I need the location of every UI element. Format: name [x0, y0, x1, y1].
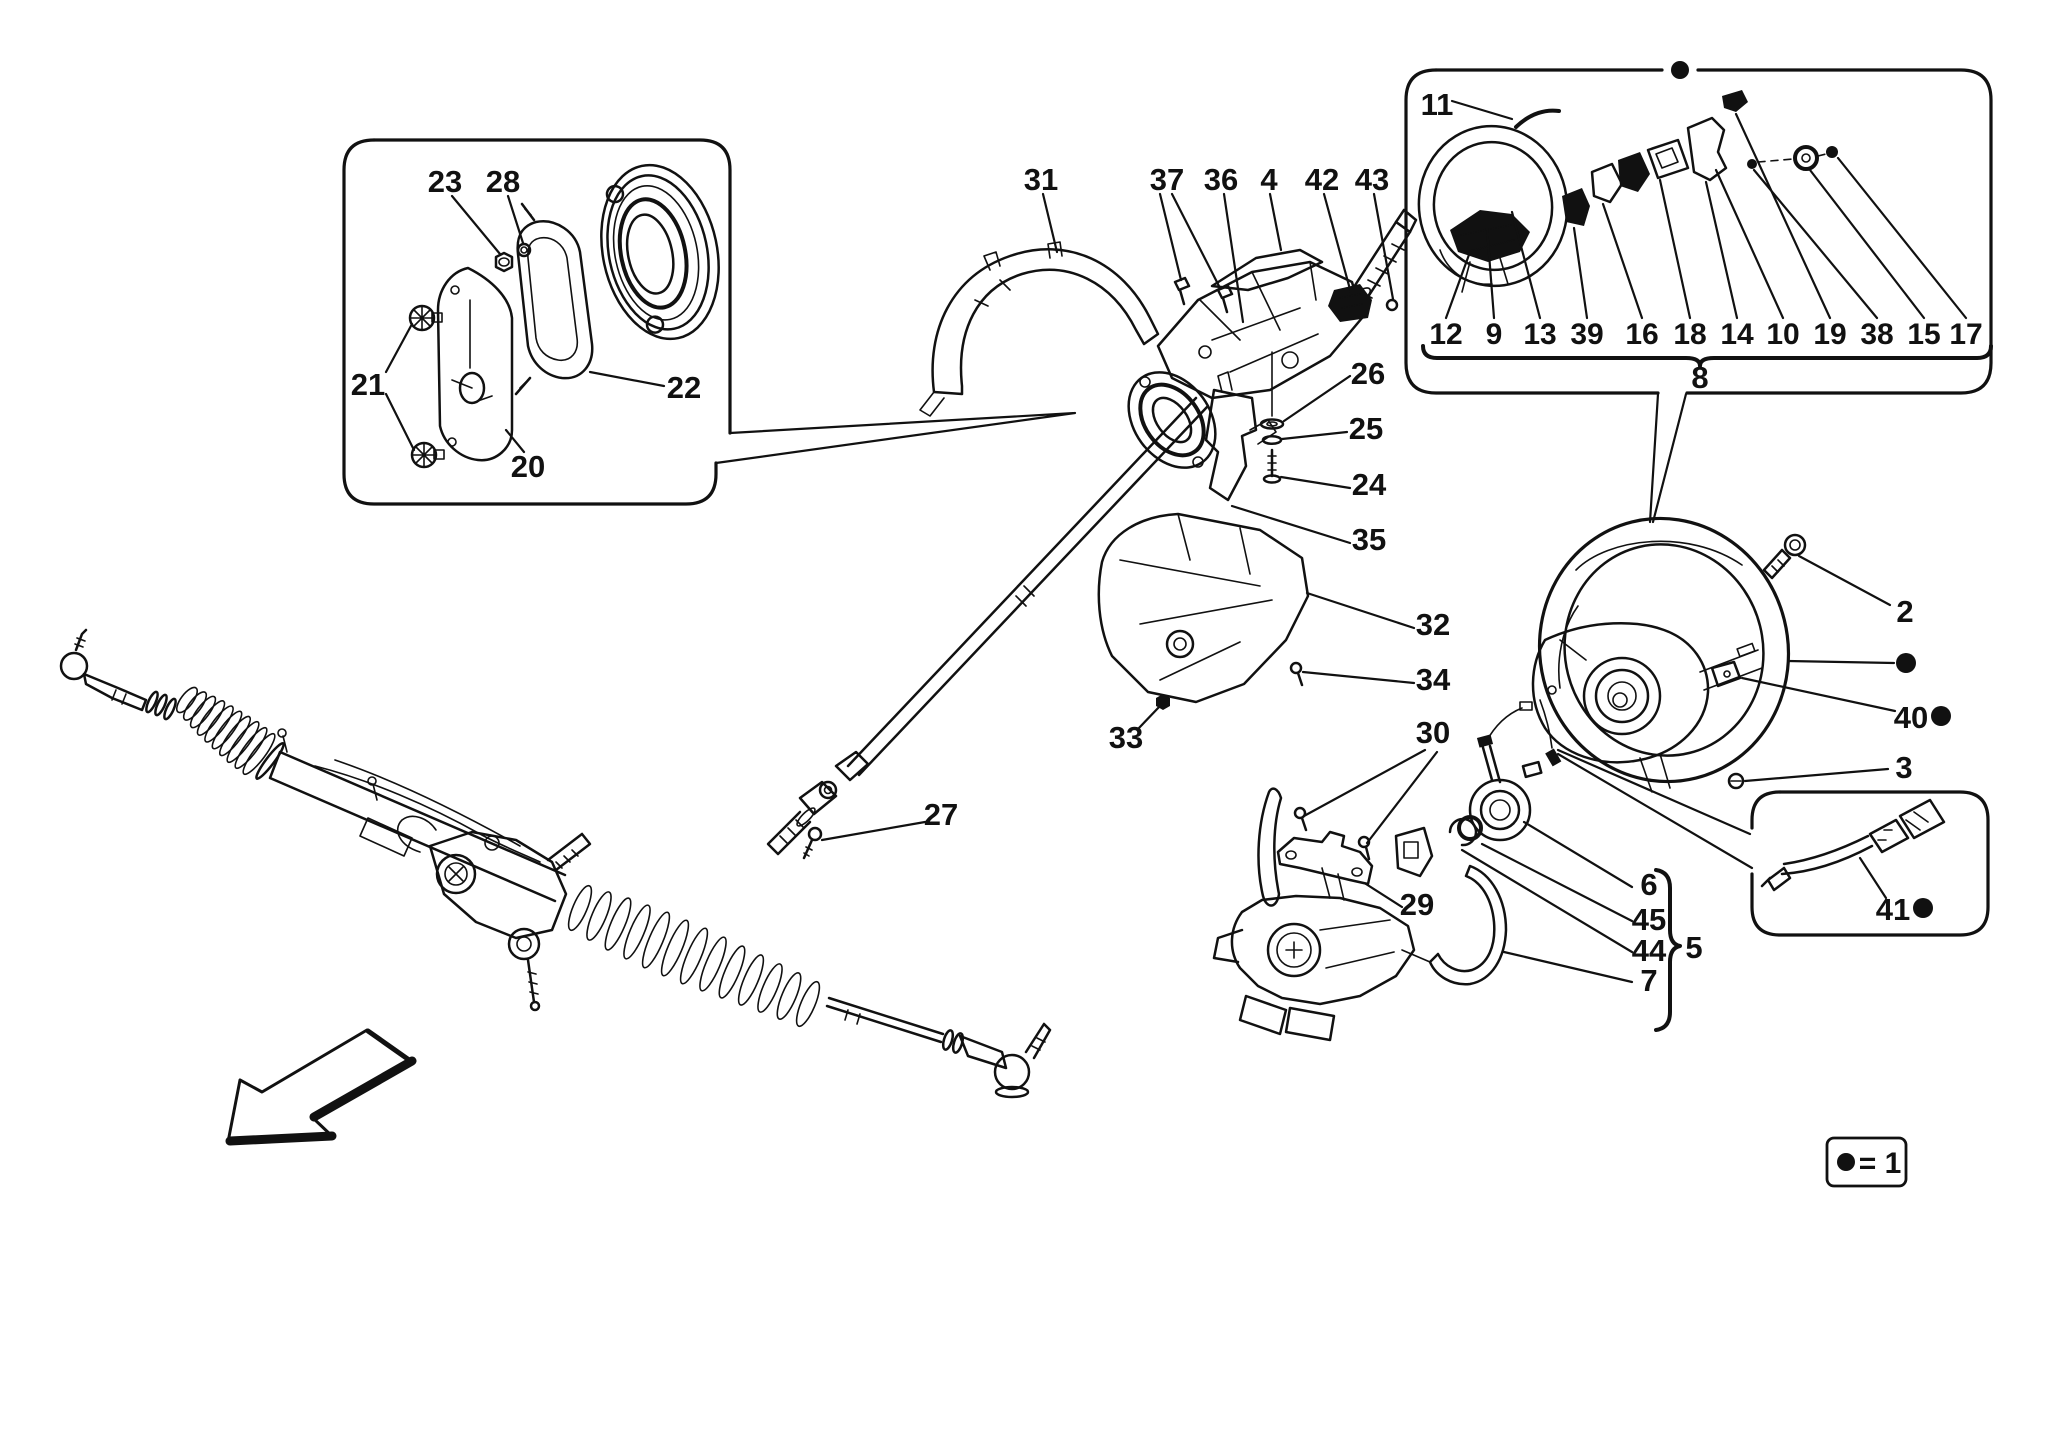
callout-23: 23	[428, 164, 462, 199]
cable-art	[1760, 798, 1946, 892]
cable-inset-box: 41	[1750, 790, 1990, 937]
callout-wedge-to-boot	[714, 411, 1077, 465]
callout-30: 30	[1416, 715, 1450, 750]
callout-45: 45	[1632, 902, 1666, 937]
trim-strip-art	[1514, 108, 1561, 129]
wheel-leaders	[1740, 554, 1897, 783]
callout-44: 44	[1632, 933, 1667, 968]
switch-leaders	[1302, 748, 1634, 984]
callout-41: 41	[1876, 892, 1910, 927]
callout-24: 24	[1352, 467, 1387, 502]
callout-43: 43	[1355, 162, 1389, 197]
callout-25: 25	[1349, 411, 1383, 446]
callout-35: 35	[1352, 522, 1386, 557]
column-switch-assembly-art	[1212, 685, 1754, 1042]
callout-6: 6	[1640, 867, 1657, 902]
quantity-bullet-wheel-rim	[1896, 653, 1916, 673]
steering-wheel-art	[1531, 516, 1807, 793]
legend-text: = 1	[1859, 1147, 1902, 1180]
callout-11: 11	[1421, 87, 1454, 122]
legend-box: = 1	[1825, 1136, 1908, 1188]
direction-arrow	[225, 1028, 417, 1146]
callout-39: 39	[1570, 318, 1603, 351]
callout-27: 27	[924, 797, 958, 832]
callout-40: 40	[1894, 700, 1928, 735]
callout-4: 4	[1260, 162, 1278, 197]
cover-plate-art	[436, 266, 514, 462]
callout-37: 37	[1150, 162, 1184, 197]
callout-17: 17	[1949, 318, 1982, 351]
wheel-back-art	[1417, 124, 1569, 293]
callout-28: 28	[486, 164, 520, 199]
callout-3: 3	[1895, 750, 1912, 785]
callout-29: 29	[1400, 887, 1434, 922]
wheel-exploded-inset-box: 11 12 9 13 39 16 18 14 10 19 38 15 17 8	[1404, 61, 1993, 524]
quantity-bullet-top	[1671, 61, 1689, 79]
callout-31: 31	[1024, 162, 1058, 197]
callout-32: 32	[1416, 607, 1450, 642]
callout-10: 10	[1766, 318, 1799, 351]
callout-19: 19	[1813, 318, 1846, 351]
callout-26: 26	[1351, 356, 1385, 391]
group-brace-5	[1654, 868, 1682, 1032]
callout-36: 36	[1204, 162, 1238, 197]
callout-33: 33	[1109, 720, 1143, 755]
cover-plate-inset-box: 23 28 21 22 20	[342, 138, 1077, 506]
cover-box-leaders	[384, 194, 666, 454]
wedge-8-to-wheel	[1648, 392, 1688, 524]
callout-34: 34	[1416, 662, 1451, 697]
callout-22: 22	[667, 370, 701, 405]
callout-12: 12	[1429, 318, 1462, 351]
gasket-art	[514, 202, 594, 396]
callout-7: 7	[1640, 963, 1657, 998]
callout-8: 8	[1691, 360, 1708, 395]
wheel-box-leaders	[1444, 99, 1968, 320]
nut-washer-art	[494, 242, 532, 273]
callout-9: 9	[1486, 318, 1503, 351]
callout-16: 16	[1625, 318, 1658, 351]
callout-14: 14	[1720, 318, 1754, 351]
steering-rack-art	[59, 628, 1052, 1099]
wheel-small-parts-art	[1562, 90, 1838, 226]
quantity-bullet-41	[1913, 898, 1933, 918]
group-brace-8	[1421, 344, 1993, 368]
quantity-bullet-40	[1931, 706, 1951, 726]
callout-20: 20	[511, 449, 545, 484]
push-pin-art	[408, 304, 445, 469]
column-leaders	[820, 192, 1416, 842]
callout-5: 5	[1685, 930, 1702, 965]
callout-38: 38	[1860, 318, 1893, 351]
callout-42: 42	[1305, 162, 1339, 197]
callout-2: 2	[1896, 594, 1913, 629]
callout-21: 21	[351, 367, 385, 402]
callout-13: 13	[1523, 318, 1556, 351]
callout-18: 18	[1673, 318, 1706, 351]
boot-housing-art	[600, 163, 720, 341]
callout-15: 15	[1907, 318, 1940, 351]
legend-bullet-icon	[1837, 1153, 1855, 1171]
